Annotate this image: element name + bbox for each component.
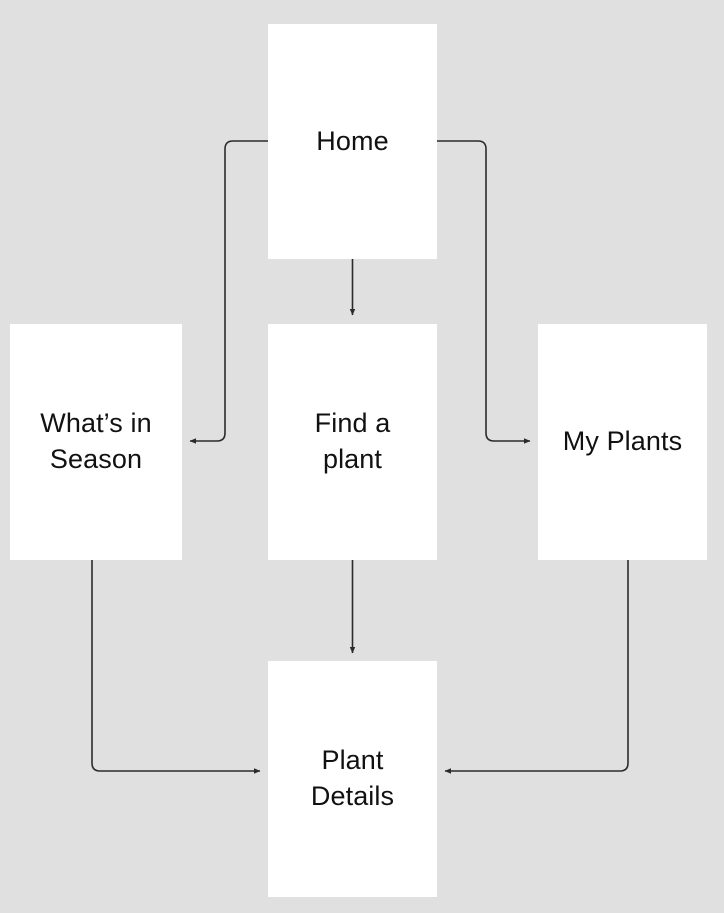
node-my-plants-label: My Plants bbox=[562, 426, 683, 457]
node-whats-in-season[interactable]: What’s in Season bbox=[10, 324, 182, 560]
node-whats-in-season-label: What’s in Season bbox=[40, 408, 152, 474]
node-plant-details[interactable]: Plant Details bbox=[268, 661, 437, 897]
node-home-label: Home bbox=[316, 125, 389, 156]
edge-season-to-details bbox=[91, 560, 261, 774]
node-plant-details-label: Plant Details bbox=[310, 745, 395, 811]
node-my-plants[interactable]: My Plants bbox=[538, 324, 707, 560]
edge-home-to-myplants bbox=[437, 140, 531, 444]
node-find-a-plant-label: Find a plant bbox=[314, 408, 391, 474]
edge-home-to-season bbox=[189, 140, 268, 444]
node-find-a-plant[interactable]: Find a plant bbox=[268, 324, 437, 560]
edge-myplants-to-details bbox=[444, 560, 629, 774]
node-home[interactable]: Home bbox=[268, 24, 437, 259]
